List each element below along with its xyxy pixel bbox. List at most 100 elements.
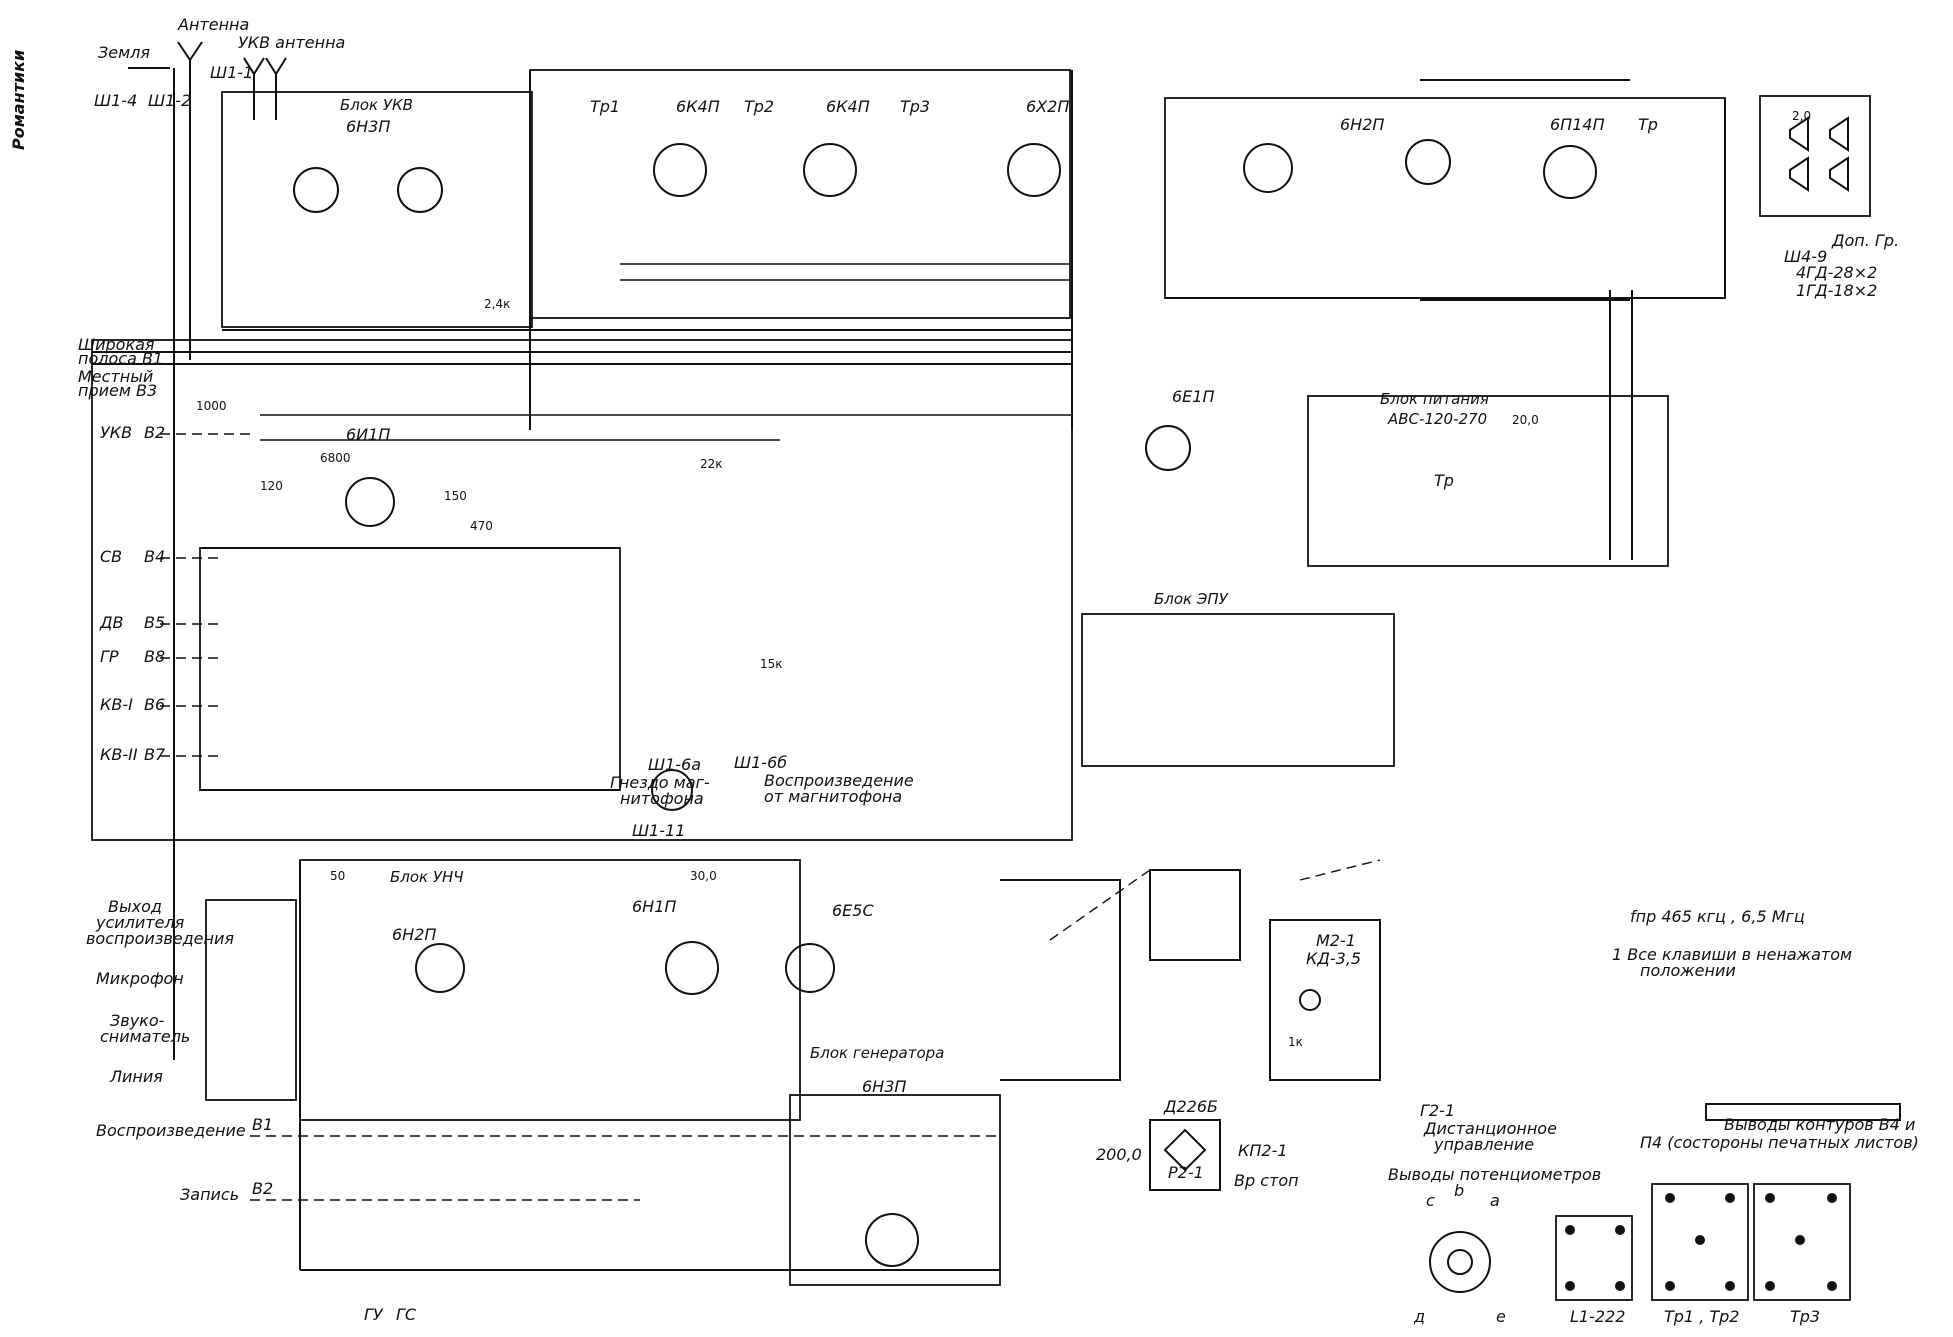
band-mw: СВ bbox=[100, 547, 122, 566]
umch-block-frame bbox=[299, 859, 801, 1121]
tube-pre bbox=[1243, 143, 1293, 193]
tube-label-detector: 6Х2П bbox=[1026, 97, 1069, 116]
antenna-symbol-icon bbox=[177, 41, 203, 80]
remote-label-1: Дистанционное bbox=[1423, 1119, 1557, 1138]
playback-sw: В1 bbox=[252, 1115, 273, 1134]
local-label-1: Местный bbox=[78, 367, 153, 386]
pot-legend: Выводы потенциометров с b а д е bbox=[1388, 1165, 1601, 1326]
speaker-spec-2: 1ГД-18×2 bbox=[1796, 281, 1877, 300]
antenna-label: Антенна bbox=[177, 15, 249, 34]
tube-rec bbox=[665, 941, 719, 995]
comp-r-22k: 22к bbox=[700, 457, 723, 471]
vhf-block-label: Блок УКВ bbox=[340, 96, 413, 114]
tube-label-if2: 6К4П bbox=[826, 97, 870, 116]
bus-lines bbox=[92, 329, 1072, 365]
coil-pin bbox=[1765, 1281, 1775, 1291]
power-feeds bbox=[1609, 290, 1633, 560]
coil-l1-box bbox=[1555, 1215, 1633, 1301]
local-label-2: прием В3 bbox=[78, 381, 157, 400]
generator-block-frame bbox=[789, 1094, 1001, 1286]
keys-note-1: 1 Все клавиши в ненажатом bbox=[1612, 945, 1852, 964]
tube-output bbox=[1543, 145, 1597, 199]
remote-relay-box bbox=[1149, 1119, 1221, 1191]
coil-title-1: Выводы контуров В4 и bbox=[1724, 1115, 1915, 1134]
motor-frame bbox=[1269, 919, 1381, 1081]
speaker-icon bbox=[1789, 116, 1849, 192]
gs-label: ГС bbox=[396, 1305, 417, 1324]
if-bias-lines bbox=[620, 263, 1070, 281]
wide-band-label-2: полоса В1 bbox=[78, 349, 163, 368]
band-sw1-sw: В6 bbox=[144, 695, 165, 714]
playback-label: Воспроизведение bbox=[96, 1121, 246, 1140]
generator-block-label: Блок генератора bbox=[810, 1044, 944, 1062]
wide-band-label-1: Широкая bbox=[78, 335, 155, 354]
ground-label: Земля bbox=[98, 43, 150, 62]
tr-pwr-label: Тр bbox=[1434, 471, 1454, 490]
connector-strip-icon bbox=[1705, 1103, 1901, 1121]
coil-pin bbox=[1565, 1225, 1575, 1235]
pot-shaft-icon bbox=[1447, 1249, 1473, 1275]
fm-antenna-symbol-icon bbox=[243, 57, 287, 86]
extra-speaker-label: Доп. Гр. bbox=[1831, 231, 1899, 250]
speaker-conn: Ш4-9 bbox=[1784, 247, 1827, 266]
coil-pin bbox=[1665, 1281, 1675, 1291]
motor-icon bbox=[1299, 989, 1321, 1011]
rf-band-block-frame bbox=[199, 547, 621, 791]
umch-rails bbox=[299, 860, 1000, 1271]
tube-label-pre: 6Н2П bbox=[1340, 115, 1384, 134]
speaker-leads bbox=[1420, 79, 1630, 301]
band-mw-sw: В4 bbox=[144, 547, 165, 566]
comp-c-50: 50 bbox=[330, 869, 345, 883]
amp-out-3: воспроизведения bbox=[86, 929, 234, 948]
coil-pin bbox=[1795, 1235, 1805, 1245]
band-sw2-sw: В7 bbox=[144, 745, 166, 764]
mechanical-link bbox=[1049, 859, 1381, 941]
tube-label-vhf: 6Н3П bbox=[346, 117, 390, 136]
audio-io: Выход усилителя воспроизведения Микрофон… bbox=[86, 897, 1000, 1324]
pot-title: Выводы потенциометров bbox=[1388, 1165, 1601, 1184]
power-block-label: Блок питания bbox=[1380, 390, 1489, 408]
amp-out-2: усилителя bbox=[95, 913, 185, 932]
pot-pin-c: с bbox=[1426, 1191, 1435, 1210]
tube-umch bbox=[415, 943, 465, 993]
coil-pin bbox=[1665, 1193, 1675, 1203]
coil-pin bbox=[1565, 1281, 1575, 1291]
band-gr-sw: В8 bbox=[144, 647, 165, 666]
band-sw1: КВ-I bbox=[100, 695, 133, 714]
remote-stop: Вр стоп bbox=[1234, 1171, 1299, 1190]
band-fm: УКВ bbox=[100, 423, 132, 442]
tube-if2 bbox=[803, 143, 857, 197]
comp-r-15k: 15к bbox=[760, 657, 783, 671]
record-sw: В2 bbox=[252, 1179, 273, 1198]
pot-pin-e: е bbox=[1496, 1307, 1506, 1326]
tube-if1 bbox=[653, 143, 707, 197]
remote-conn: Г2-1 bbox=[1420, 1101, 1455, 1120]
tape-jack-2: нитофона bbox=[620, 789, 704, 808]
epu-block-label: Блок ЭПУ bbox=[1154, 590, 1229, 608]
tape-play-1: Воспроизведение bbox=[764, 771, 914, 790]
tube-vhf-b bbox=[397, 167, 443, 213]
coil-tr12-box bbox=[1651, 1183, 1749, 1301]
comp-r-150: 150 bbox=[444, 489, 467, 503]
switch-b2 bbox=[1149, 869, 1241, 961]
band-fm-sw: В2 bbox=[144, 423, 165, 442]
tube-detector bbox=[1007, 143, 1061, 197]
motor-label: М2-1 bbox=[1316, 931, 1356, 950]
tr-out-label: Тр bbox=[1638, 115, 1658, 134]
epu-block-frame bbox=[1081, 613, 1395, 767]
motor-model: КД-3,5 bbox=[1306, 949, 1361, 968]
pickup-2: сниматель bbox=[100, 1027, 190, 1046]
tubes: 6Н3П 6К4П 6К4П 6Х2П 6Н2П 6П14П 6И1П 6Е1П… bbox=[293, 97, 1605, 1267]
comp-c-2: 2,0 bbox=[1792, 109, 1811, 123]
keys-note-2: положении bbox=[1640, 961, 1736, 980]
mixer-bus bbox=[260, 414, 1072, 441]
record-label: Запись bbox=[180, 1185, 239, 1204]
amp-out-1: Выход bbox=[108, 897, 162, 916]
audio-jacks-frame bbox=[205, 899, 297, 1101]
chassis-outline bbox=[91, 339, 1073, 841]
vhf-block-frame bbox=[221, 91, 533, 328]
coil-tr12-label: Тр1 , Тр2 bbox=[1664, 1307, 1739, 1326]
pot-pin-a: а bbox=[1490, 1191, 1500, 1210]
pot-icon bbox=[1429, 1231, 1491, 1293]
